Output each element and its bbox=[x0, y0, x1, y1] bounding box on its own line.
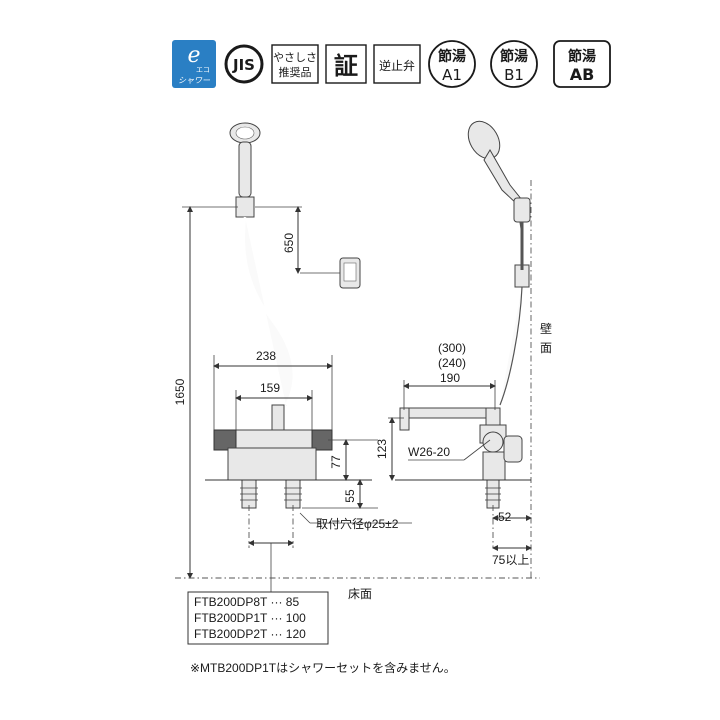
model-row-1: FTB200DP8T ··· 85 bbox=[194, 595, 299, 609]
svg-text:壁: 壁 bbox=[540, 321, 552, 336]
svg-text:逆止弁: 逆止弁 bbox=[379, 58, 415, 73]
model-row-3: FTB200DP2T ··· 120 bbox=[194, 627, 306, 641]
badge-check-valve: 逆止弁 bbox=[373, 44, 421, 84]
dimension-75: 75以上 bbox=[492, 545, 532, 567]
front-view bbox=[205, 122, 372, 548]
dimension-159: 159 bbox=[235, 381, 313, 430]
floor-line: 床面 bbox=[175, 577, 540, 601]
svg-text:取付穴径φ25±2: 取付穴径φ25±2 bbox=[316, 516, 399, 531]
dimension-85-120 bbox=[248, 540, 294, 592]
callout-w26: W26-20 bbox=[408, 439, 491, 461]
svg-text:シャワー: シャワー bbox=[178, 76, 211, 85]
svg-text:55: 55 bbox=[343, 489, 357, 503]
shower-hook bbox=[339, 257, 361, 289]
dimension-123: 123 bbox=[375, 417, 404, 481]
shower-head-front bbox=[229, 122, 261, 218]
model-row-2: FTB200DP1T ··· 100 bbox=[194, 611, 306, 625]
svg-text:やさしさ: やさしさ bbox=[273, 51, 317, 64]
dimension-238: 238 bbox=[213, 349, 333, 430]
svg-text:B1: B1 bbox=[504, 66, 524, 84]
svg-text:床面: 床面 bbox=[348, 587, 372, 601]
badge-setsuyu-ab: 節湯 AB bbox=[553, 40, 611, 88]
svg-text:節湯: 節湯 bbox=[438, 48, 466, 65]
svg-text:(240): (240) bbox=[438, 356, 466, 370]
svg-text:159: 159 bbox=[260, 381, 280, 395]
dimension-52: 52 bbox=[492, 510, 532, 524]
faucet-body-front bbox=[213, 404, 333, 509]
svg-text:123: 123 bbox=[375, 439, 389, 459]
svg-text:JIS: JIS bbox=[232, 56, 255, 74]
dimension-spout-length: (300) (240) 190 bbox=[403, 341, 496, 410]
svg-text:面: 面 bbox=[540, 341, 552, 355]
svg-text:52: 52 bbox=[498, 510, 512, 524]
svg-text:AB: AB bbox=[570, 65, 595, 84]
faucet-body-side bbox=[479, 424, 523, 509]
svg-text:節湯: 節湯 bbox=[500, 48, 528, 65]
badge-jis: JIS bbox=[224, 44, 264, 84]
badge-setsuyu-b1: 節湯 B1 bbox=[490, 40, 538, 88]
dimension-650: 650 bbox=[255, 206, 340, 274]
dimension-77: 77 bbox=[328, 439, 378, 481]
svg-text:証: 証 bbox=[334, 52, 358, 80]
svg-text:エコ: エコ bbox=[196, 66, 210, 74]
svg-text:75以上: 75以上 bbox=[492, 553, 529, 567]
badge-eco-shower: e エコ シャワー bbox=[172, 40, 216, 88]
svg-text:650: 650 bbox=[282, 233, 296, 253]
svg-text:1650: 1650 bbox=[173, 378, 187, 405]
badge-yasashisa: やさしさ 推奨品 bbox=[271, 44, 319, 84]
svg-text:238: 238 bbox=[256, 349, 276, 363]
svg-text:節湯: 節湯 bbox=[568, 48, 596, 65]
badge-setsuyu-a1: 節湯 A1 bbox=[428, 40, 476, 88]
badge-certificate: 証 bbox=[325, 44, 367, 84]
footnote: ※MTB200DP1Tはシャワーセットを含みません。 bbox=[190, 660, 456, 675]
svg-text:190: 190 bbox=[440, 371, 460, 385]
svg-text:(300): (300) bbox=[438, 341, 466, 355]
dimension-1650: 1650 bbox=[173, 206, 238, 579]
mount-hole-callout: 取付穴径φ25±2 bbox=[299, 512, 412, 531]
svg-text:W26-20: W26-20 bbox=[408, 445, 450, 459]
side-view: 壁 面 bbox=[395, 120, 552, 578]
svg-text:A1: A1 bbox=[442, 66, 462, 84]
shower-head-side bbox=[467, 120, 531, 288]
svg-text:e: e bbox=[187, 43, 200, 68]
model-table: FTB200DP8T ··· 85 FTB200DP1T ··· 100 FTB… bbox=[187, 591, 329, 645]
svg-text:推奨品: 推奨品 bbox=[279, 65, 312, 79]
dimension-55: 55 bbox=[302, 479, 378, 509]
svg-text:77: 77 bbox=[329, 455, 343, 469]
